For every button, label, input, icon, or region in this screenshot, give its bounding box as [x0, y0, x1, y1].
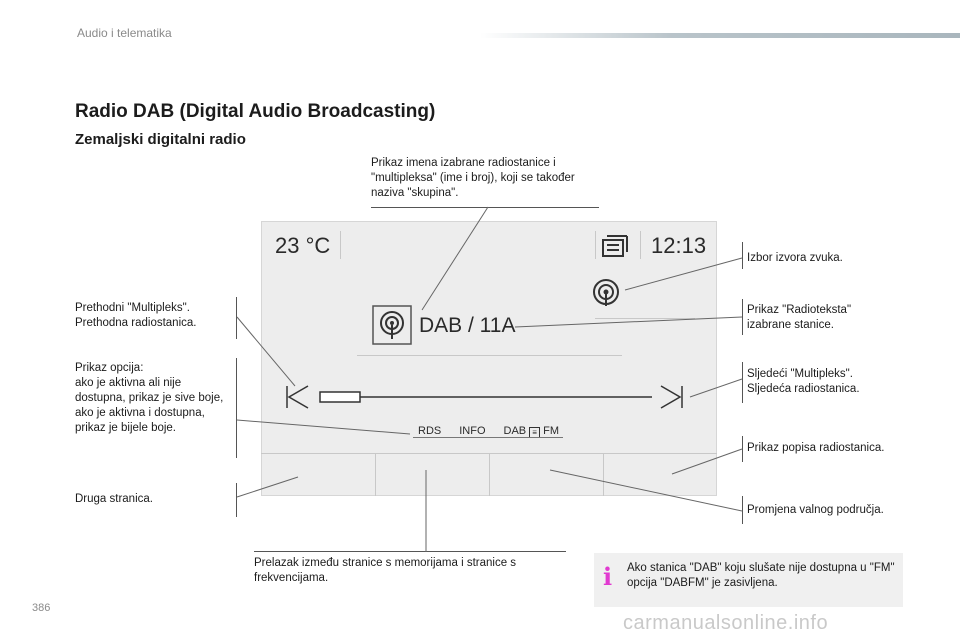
- frequency-slider-handle: [319, 391, 361, 403]
- leader-line: [689, 378, 743, 398]
- callout-bar: [742, 242, 743, 269]
- section-header: Audio i telematika: [77, 26, 172, 40]
- source-radio-icon[interactable]: [590, 276, 622, 308]
- previous-icon: [287, 385, 309, 409]
- callout-station-name: Prikaz imena izabrane radiostanice i "mu…: [371, 157, 575, 199]
- divider: [595, 318, 695, 319]
- info-box: [594, 553, 903, 607]
- mode-info[interactable]: INFO: [459, 425, 486, 437]
- station-display: DAB / 11A: [419, 314, 516, 337]
- callout-station-list: Prikaz popisa radiostanica.: [747, 442, 885, 454]
- callout-bar: [236, 297, 237, 339]
- callout-second-page: Druga stranica.: [75, 493, 153, 505]
- leader-line: [514, 316, 743, 328]
- callout-bar: [371, 207, 599, 208]
- callout-bar: [236, 483, 237, 517]
- mode-dab[interactable]: DAB: [503, 425, 527, 437]
- mode-underline: [413, 437, 563, 438]
- callout-radiotext: Prikaz "Radioteksta" izabrane stanice.: [747, 304, 852, 331]
- callout-source: Izbor izvora zvuka.: [747, 252, 843, 264]
- callout-next: Sljedeći "Multipleks". Sljedeća radiosta…: [747, 368, 860, 395]
- callout-waveband: Promjena valnog područja.: [747, 504, 884, 516]
- callout-bar: [254, 551, 566, 552]
- divider: [640, 231, 641, 259]
- mode-rds[interactable]: RDS: [418, 425, 442, 437]
- divider: [595, 231, 596, 259]
- divider: [357, 355, 622, 356]
- divider: [340, 231, 341, 259]
- divider: [603, 453, 604, 496]
- leader-line: [236, 419, 411, 435]
- leader-line: [624, 257, 743, 291]
- station-list-icon[interactable]: [601, 234, 633, 260]
- callout-options: Prikaz opcija: ako je aktivna ali nije d…: [75, 362, 224, 434]
- mode-fm[interactable]: FM: [543, 425, 560, 437]
- leader-line: [421, 206, 489, 311]
- callout-bar: [742, 436, 743, 462]
- tuning-bar[interactable]: [284, 384, 694, 410]
- leader-line: [549, 469, 743, 512]
- watermark: carmanualsonline.info: [623, 612, 829, 634]
- temperature-display: 23 °C: [275, 233, 331, 258]
- leader-line: [236, 476, 299, 498]
- info-text: Ako stanica "DAB" koju slušate nije dost…: [627, 562, 895, 589]
- leader-line: [671, 448, 743, 475]
- next-icon: [660, 385, 682, 409]
- divider: [489, 453, 490, 496]
- callout-previous: Prethodni "Multipleks". Prethodna radios…: [75, 302, 197, 329]
- callout-bar: [742, 362, 743, 403]
- page-number: 386: [32, 602, 51, 614]
- leader-line: [236, 316, 296, 387]
- page-title: Radio DAB (Digital Audio Broadcasting): [75, 101, 436, 122]
- callout-presets-switch: Prelazak između stranice s memorijama i …: [254, 557, 517, 584]
- divider: [375, 453, 376, 496]
- dab-antenna-icon: [372, 305, 412, 345]
- clock-display: 12:13: [651, 233, 707, 258]
- callout-bar: [742, 299, 743, 335]
- header-decoration-bar: [480, 33, 960, 38]
- radio-screen: [261, 221, 717, 496]
- page-subtitle: Zemaljski digitalni radio: [75, 131, 246, 148]
- callout-bar: [742, 496, 743, 524]
- callout-bar: [236, 358, 237, 458]
- info-icon: i: [603, 562, 613, 591]
